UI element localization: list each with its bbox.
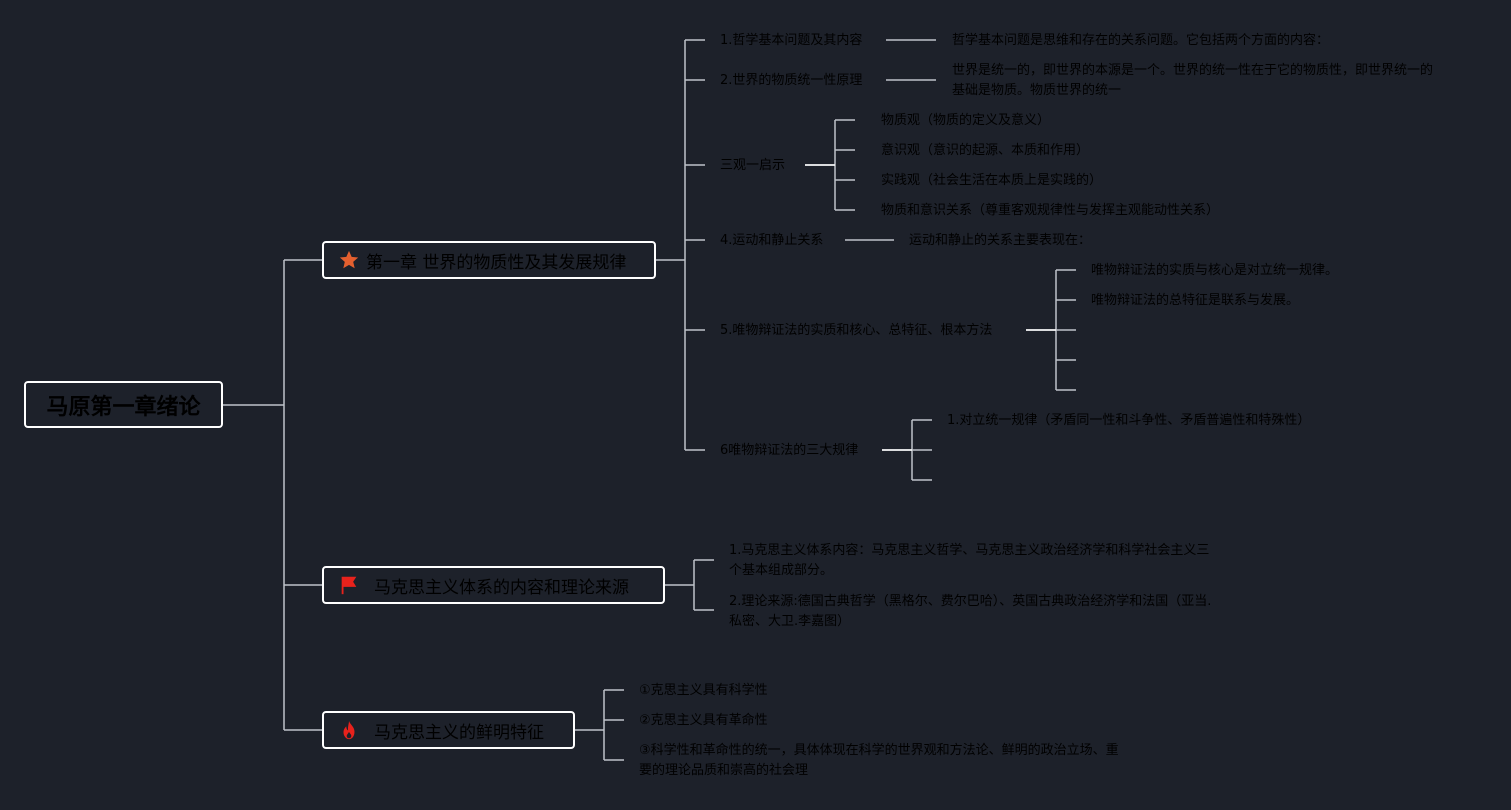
chapter3-item-1[interactable]: ①克思主义具有科学性	[639, 683, 768, 698]
chapter2-node[interactable]: 马克思主义体系的内容和理论来源	[322, 566, 665, 604]
topic6-label[interactable]: 6唯物辩证法的三大规律	[720, 443, 859, 458]
topic4-detail[interactable]: 运动和静止的关系主要表现在：	[909, 233, 1092, 248]
topic6-item-1[interactable]: 1.对立统一规律（矛盾同一性和斗争性、矛盾普遍性和特殊性）	[947, 413, 1311, 428]
topic1-detail[interactable]: 哲学基本问题是思维和存在的关系问题。它包括两个方面的内容：	[952, 33, 1330, 48]
topic4-label[interactable]: 4.运动和静止关系	[720, 233, 824, 248]
topic1-label[interactable]: 1.哲学基本问题及其内容	[720, 33, 863, 48]
topic3-item-4[interactable]: 物质和意识关系（尊重客观规律性与发挥主观能动性关系）	[881, 203, 1220, 218]
chapter3-node[interactable]: 马克思主义的鲜明特征	[322, 711, 575, 749]
topic3-item-2[interactable]: 意识观（意识的起源、本质和作用）	[881, 143, 1090, 158]
chapter3-label: 马克思主义的鲜明特征	[374, 722, 544, 743]
star-icon	[339, 250, 359, 269]
topic5-label[interactable]: 5.唯物辩证法的实质和核心、总特征、根本方法	[720, 323, 993, 338]
fire-icon	[343, 720, 355, 740]
chapter1-node[interactable]: 第一章 世界的物质性及其发展规律	[322, 241, 656, 279]
chapter2-item-2[interactable]: 2.理论来源:德国古典哲学（黑格尔、费尔巴哈）、英国古典政治经济学和法国（亚当.…	[729, 594, 1212, 629]
topic3-label[interactable]: 三观一启示	[720, 158, 786, 173]
topic3-item-1[interactable]: 物质观（物质的定义及意义）	[881, 113, 1051, 128]
topic3-item-3[interactable]: 实践观（社会生活在本质上是实践的）	[881, 173, 1103, 188]
topic5-item-2[interactable]: 唯物辩证法的总特征是联系与发展。	[1091, 293, 1300, 308]
flag-icon	[341, 576, 357, 595]
root-label: 马原第一章绪论	[46, 394, 201, 420]
topic2-label[interactable]: 2.世界的物质统一性原理	[720, 73, 863, 88]
topic2-detail[interactable]: 世界是统一的，即世界的本源是一个。世界的统一性在于它的物质性，即世界统一的基础是…	[952, 63, 1434, 98]
chapter3-item-3[interactable]: ③科学性和革命性的统一，具体体现在科学的世界观和方法论、鲜明的政治立场、重要的理…	[639, 743, 1119, 778]
chapter2-label: 马克思主义体系的内容和理论来源	[374, 577, 629, 598]
chapter2-item-1[interactable]: 1.马克思主义体系内容：马克思主义哲学、马克思主义政治经济学和科学社会主义三个基…	[729, 543, 1210, 578]
chapter3-item-2[interactable]: ②克思主义具有革命性	[639, 713, 768, 728]
root-node[interactable]: 马原第一章绪论	[24, 381, 223, 428]
topic5-item-1[interactable]: 唯物辩证法的实质与核心是对立统一规律。	[1091, 263, 1339, 278]
chapter1-label: 第一章 世界的物质性及其发展规律	[366, 252, 627, 273]
